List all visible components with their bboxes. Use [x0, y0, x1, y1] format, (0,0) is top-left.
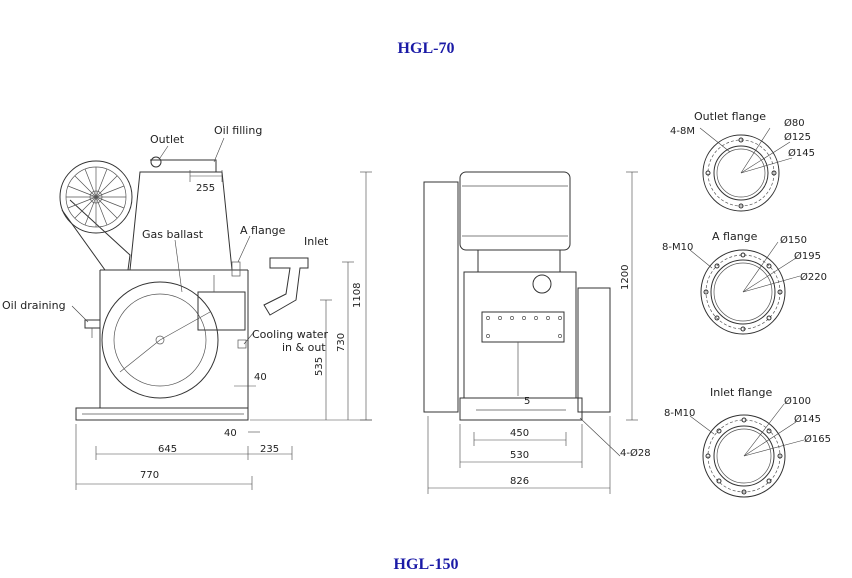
dim-255: 255 — [196, 183, 215, 194]
dim-235: 235 — [260, 444, 279, 455]
outlet-flange-bolts: 4-8M — [670, 126, 695, 137]
label-inlet: Inlet — [304, 235, 329, 248]
label-outlet: Outlet — [150, 133, 185, 146]
outlet-flange-d2: Ø125 — [784, 131, 811, 143]
outlet-flange-title: Outlet flange — [694, 110, 766, 123]
a-flange-bolts: 8-M10 — [662, 242, 693, 253]
dim-770: 770 — [140, 470, 159, 481]
label-cooling-water-2: in & out — [282, 341, 326, 354]
dim-826: 826 — [510, 476, 529, 487]
dim-645: 645 — [158, 444, 177, 455]
dim-450: 450 — [510, 428, 529, 439]
dim-40a: 40 — [254, 372, 267, 383]
a-flange — [689, 241, 801, 335]
a-flange-d1: Ø150 — [780, 234, 807, 246]
inlet-flange-title: Inlet flange — [710, 386, 772, 399]
outlet-flange-d3: Ø145 — [788, 147, 815, 159]
dim-530: 530 — [510, 450, 529, 461]
label-gas-ballast: Gas ballast — [142, 228, 204, 241]
dim-1108: 1108 — [352, 283, 363, 308]
flywheel — [59, 160, 133, 234]
outlet-flange-d1: Ø80 — [784, 117, 805, 129]
dim-1200: 1200 — [620, 265, 631, 290]
a-flange-d3: Ø220 — [800, 271, 827, 283]
label-oil-draining: Oil draining — [2, 299, 66, 312]
inlet-flange-bolts: 8-M10 — [664, 408, 695, 419]
inlet-flange-d1: Ø100 — [784, 395, 811, 407]
inlet-flange-d2: Ø145 — [794, 413, 821, 425]
label-oil-filling: Oil filling — [214, 124, 262, 137]
dim-40b: 40 — [224, 428, 237, 439]
diagram-title-bottom: HGL-150 — [393, 556, 459, 573]
a-flange-d2: Ø195 — [794, 250, 821, 262]
a-flange-title: A flange — [712, 230, 758, 243]
label-cooling-water: Cooling water — [252, 328, 329, 341]
dim-730: 730 — [336, 333, 347, 352]
dim-5: 5 — [524, 396, 530, 407]
front-view — [423, 171, 638, 494]
inlet-flange-d3: Ø165 — [804, 433, 831, 445]
dim-535: 535 — [314, 357, 325, 376]
diagram-title-top: HGL-70 — [397, 40, 455, 57]
dim-holes: 4-Ø28 — [620, 447, 651, 459]
side-view — [59, 137, 372, 490]
label-a-flange: A flange — [240, 224, 286, 237]
inlet-flange — [689, 403, 805, 498]
outlet-flange — [699, 127, 793, 212]
